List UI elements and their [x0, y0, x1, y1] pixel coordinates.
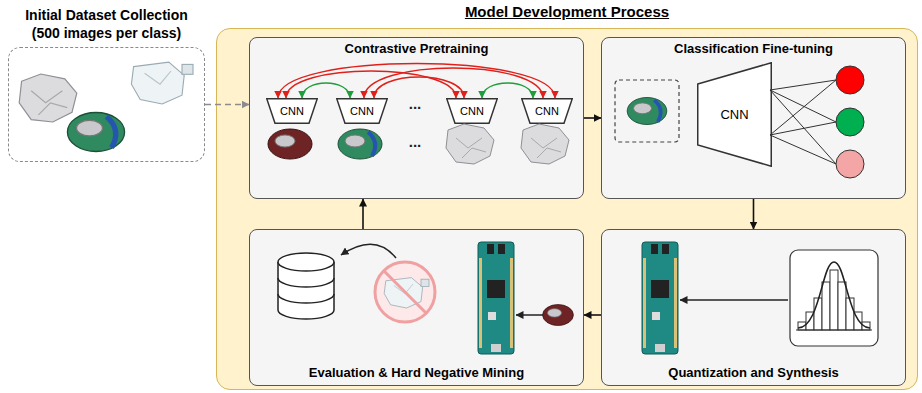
trapezoid-outline — [337, 99, 388, 124]
quantization-figure — [790, 250, 878, 346]
ellipsis-label: ... — [375, 95, 455, 113]
ellipsis-holder: ... — [375, 133, 455, 151]
finetune-figure — [770, 80, 836, 135]
quantization-figure — [806, 312, 814, 330]
contrastive-samples — [268, 124, 569, 164]
quantization-figure — [796, 329, 872, 330]
cnn-label: CNN — [350, 105, 374, 118]
trapezoid-outline — [698, 63, 772, 167]
quantization-figure — [862, 322, 870, 330]
trapezoid-outline — [522, 99, 573, 124]
stage-title: Contrastive Pretraining — [345, 41, 489, 57]
finetune-figure — [770, 90, 836, 122]
cnn-label: CNN — [460, 105, 484, 118]
dataset-images — [67, 113, 124, 152]
trapezoid-outline — [267, 99, 318, 124]
flow-arrow — [362, 199, 364, 229]
evaluation-figure — [516, 314, 543, 316]
evaluation-figure — [278, 278, 334, 287]
quantization-figure — [838, 282, 846, 330]
process-panel: Model Development ProcessContrastive Pre… — [216, 28, 918, 390]
evaluation-figure — [278, 253, 334, 271]
flow-arrow — [584, 117, 601, 119]
finetune-figure — [770, 122, 836, 135]
evaluation-figure — [278, 242, 573, 354]
quantization-figure — [798, 262, 870, 328]
evaluation-figure — [478, 242, 514, 354]
quantization-figure — [642, 242, 678, 354]
contrastive-pair-arrow — [364, 68, 543, 98]
cnn-trapezoid: CNN — [266, 98, 318, 124]
finetune-figure — [615, 80, 679, 142]
stage-title: Classification Fine-tuning — [674, 41, 833, 57]
stage-box: Contrastive PretrainingCNN CNN CNN CNN — [249, 37, 584, 199]
quantization-figure — [854, 312, 862, 330]
dataset-box: Initial Dataset Collection(500 images pe… — [8, 47, 205, 162]
cnn-trapezoid: CNN — [446, 98, 498, 124]
evaluation-figure — [384, 278, 429, 308]
stage-box: Classification Fine-tuningCNN — [601, 37, 906, 199]
trapezoid-outline — [447, 99, 498, 124]
evaluation-figure — [278, 294, 334, 303]
cnn-trapezoid: CNN — [336, 98, 388, 124]
cnn-label: CNN — [280, 105, 304, 118]
finetune-figure — [627, 98, 667, 125]
quantization-figure — [846, 298, 854, 330]
contrastive-samples — [338, 129, 382, 159]
cnn-label: CNN — [535, 105, 559, 118]
stage-box: Evaluation & Hard Negative Mining — [249, 229, 584, 386]
flow-arrow — [205, 104, 249, 106]
contrastive-pair-arrow — [278, 64, 555, 99]
contrastive-samples — [446, 124, 494, 164]
flow-arrow — [753, 199, 755, 229]
panel-heading: Model Development Process — [465, 3, 669, 21]
ellipsis-label: ... — [375, 133, 455, 151]
quantization-figure — [822, 282, 830, 330]
finetune-figure — [836, 150, 864, 178]
dataset-heading: Initial Dataset Collection — [25, 6, 188, 24]
finetune-figure — [770, 90, 836, 164]
contrastive-pair-arrow — [482, 83, 533, 98]
contrastive-samples — [268, 129, 312, 159]
cnn-trapezoid: CNN — [697, 62, 772, 167]
dataset-images — [19, 74, 77, 122]
finetune-figure — [836, 108, 864, 136]
quantization-figure — [798, 322, 806, 330]
finetune-figure — [615, 66, 864, 178]
quantization-figure — [642, 242, 878, 354]
evaluation-figure — [384, 271, 426, 313]
stage-title: Evaluation & Hard Negative Mining — [309, 365, 524, 381]
dataset-images — [19, 62, 193, 151]
cnn-label: CNN — [720, 107, 748, 122]
cnn-trapezoid: CNN — [521, 98, 573, 124]
quantization-figure — [680, 299, 788, 301]
quantization-figure — [814, 298, 822, 330]
contrastive-pair-arrow — [286, 71, 456, 98]
flow-arrow — [584, 314, 601, 316]
stage-title: Quantization and Synthesis — [668, 365, 838, 381]
evaluation-figure — [278, 262, 334, 319]
contrastive-pair-arrow — [374, 77, 464, 98]
evaluation-figure — [543, 305, 574, 326]
evaluation-figure — [341, 244, 396, 258]
stage-box: Quantization and Synthesis — [601, 229, 906, 386]
finetune-figure — [836, 66, 864, 94]
contrastive-samples — [521, 124, 569, 164]
contrastive-pair-arrow — [302, 83, 350, 98]
quantization-figure — [830, 270, 838, 330]
dataset-heading: (500 images per class) — [32, 24, 181, 42]
finetune-figure — [770, 80, 836, 90]
ellipsis-holder: ... — [375, 95, 455, 113]
finetune-figure — [770, 135, 836, 164]
evaluation-figure — [375, 262, 435, 322]
dataset-images — [131, 62, 193, 104]
